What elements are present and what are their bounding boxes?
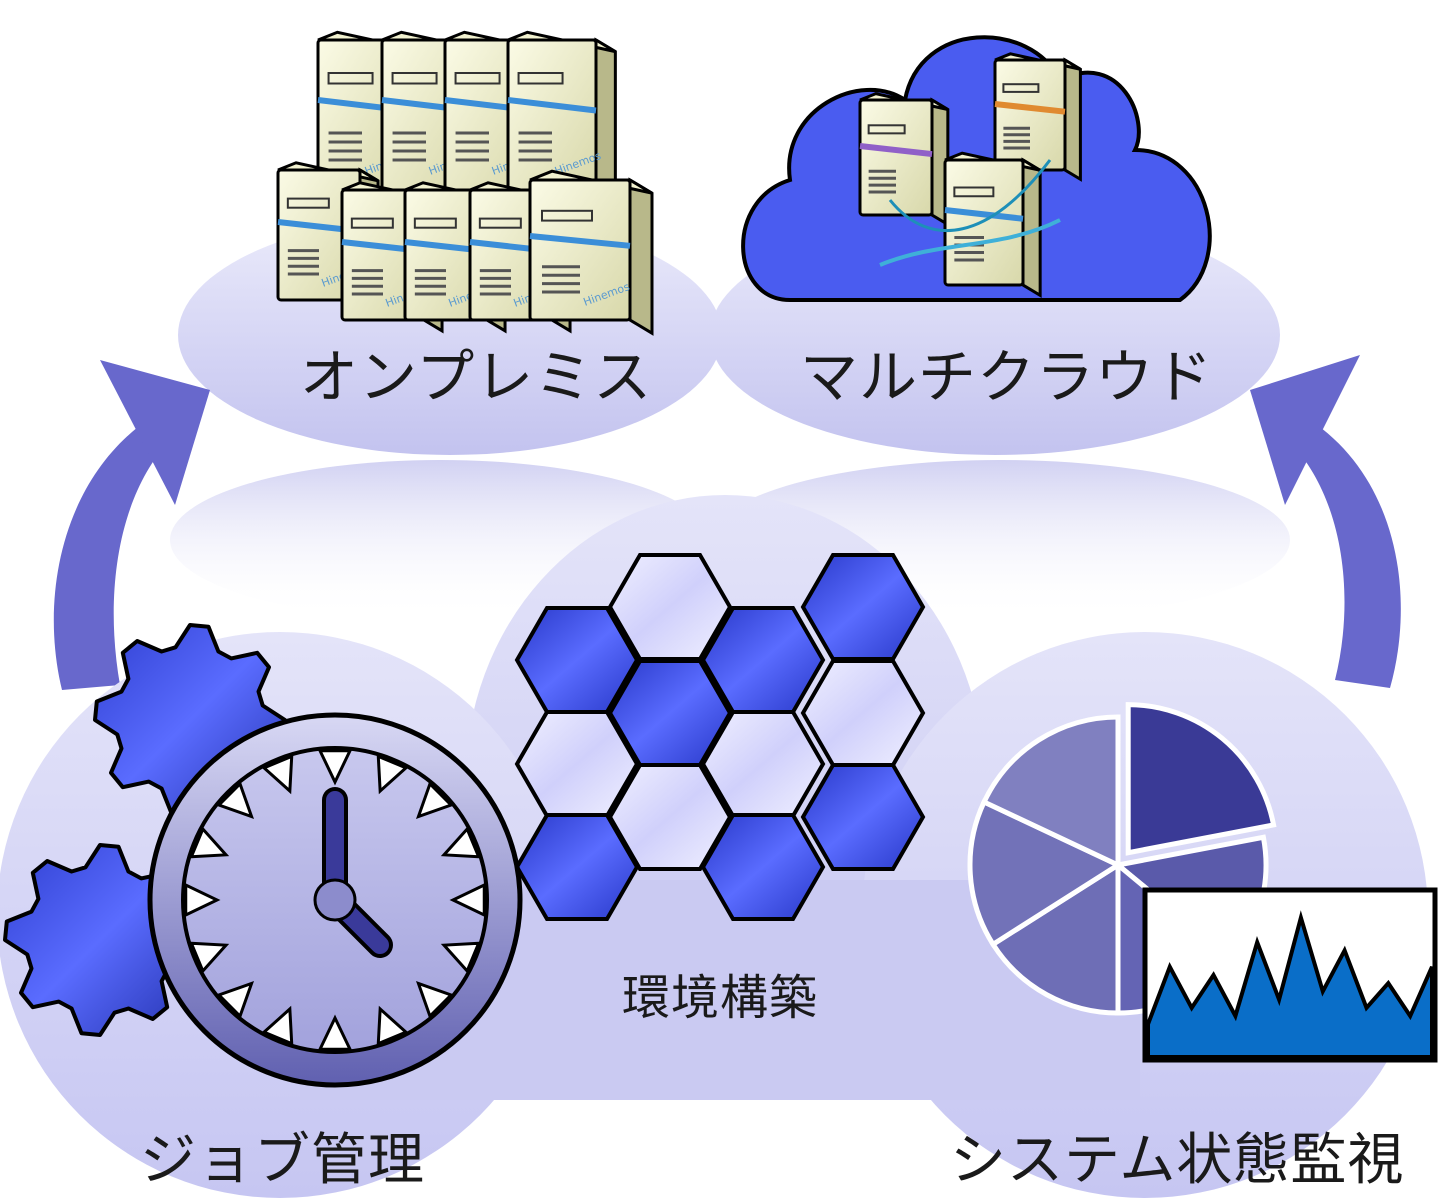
gear-icon <box>3 843 197 1037</box>
cloud-servers-icon <box>741 35 1212 302</box>
hexagon-cell <box>700 813 826 921</box>
pie-slice <box>1125 702 1277 856</box>
server-tower: Hinemos <box>528 169 654 336</box>
cycle-arrow-left <box>53 360 210 690</box>
label-system-monitoring: システム状態監視 <box>950 1128 1405 1193</box>
hexagon-cell <box>800 763 926 871</box>
pie-slice <box>967 798 1124 948</box>
hexagon-grid-icon <box>514 553 926 921</box>
clock-icon <box>147 712 523 1088</box>
pie-slice <box>989 860 1121 1016</box>
pie-slice <box>980 714 1121 869</box>
server-tower <box>858 92 950 228</box>
area-chart-icon <box>1142 887 1438 1063</box>
cycle-arrow-right <box>1250 355 1401 688</box>
server-tower <box>943 151 1042 298</box>
label-job-management: ジョブ管理 <box>140 1128 425 1193</box>
server-stack-icon: HinemosHinemosHinemosHinemosHinemosHinem… <box>276 30 654 336</box>
label-onpremise: オンプレミス <box>300 343 653 411</box>
label-multicloud: マルチクラウド <box>800 343 1214 411</box>
server-tower <box>993 52 1082 182</box>
label-environment: 環境構築 <box>622 970 819 1026</box>
area-series <box>1146 910 1434 1059</box>
